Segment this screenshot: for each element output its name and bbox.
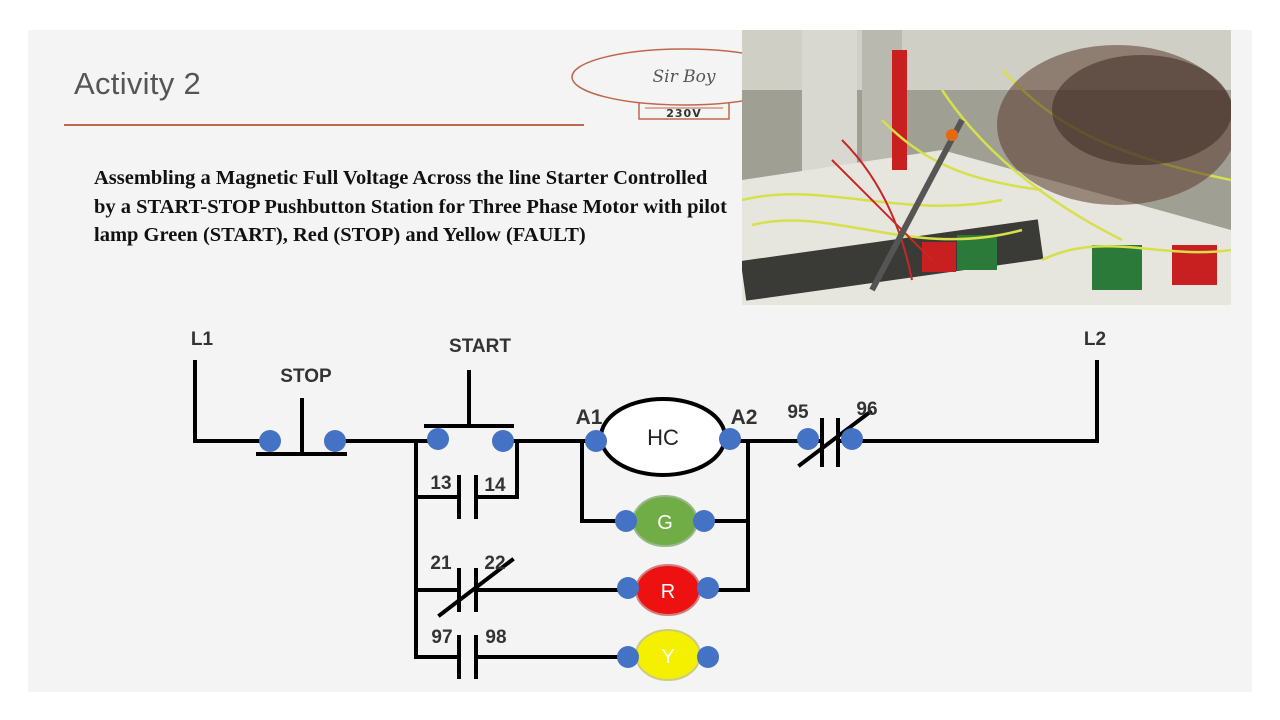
- title-divider: [64, 124, 584, 126]
- sir-boy-logo: Sir Boy 230V: [569, 47, 799, 127]
- panel-wiring-photo: [742, 30, 1231, 305]
- slide-title: Activity 2: [74, 66, 202, 101]
- logo-voltage: 230V: [666, 107, 701, 120]
- logo-text: Sir Boy: [653, 67, 716, 87]
- activity-description: Assembling a Magnetic Full Voltage Acros…: [94, 167, 727, 247]
